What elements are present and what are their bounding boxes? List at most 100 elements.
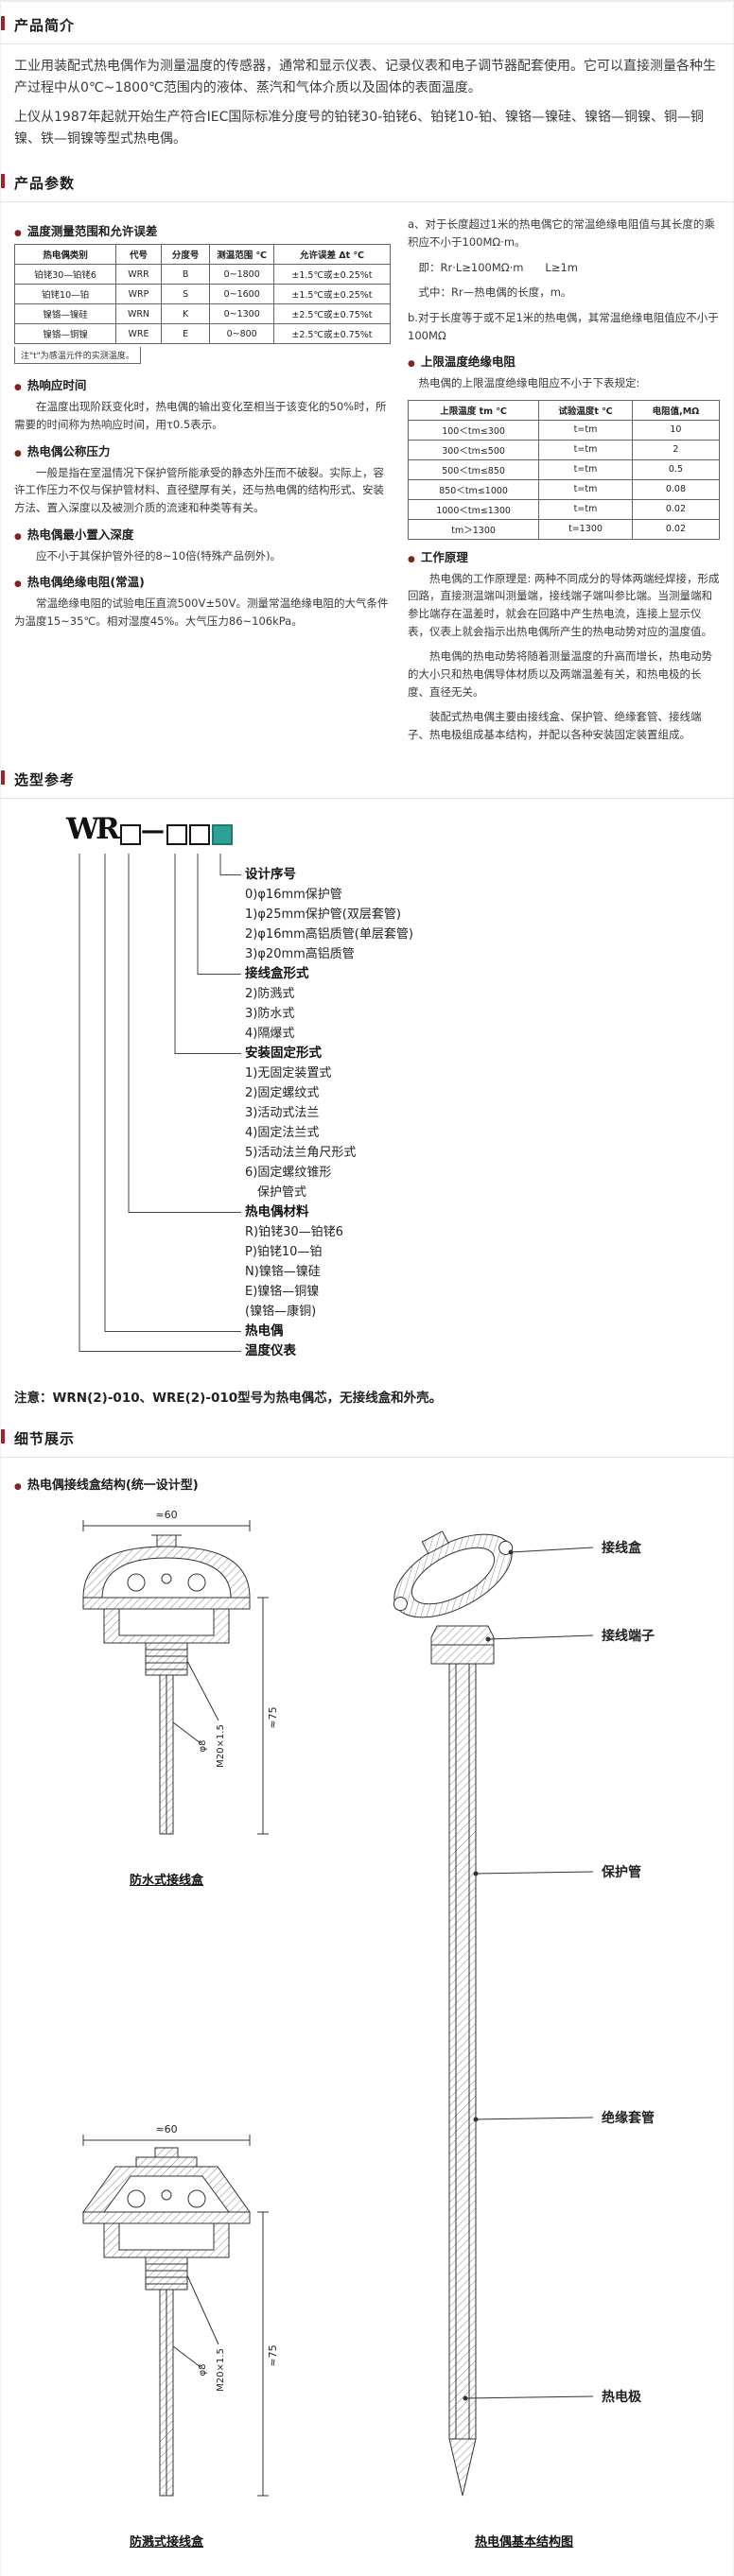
- param-paragraph: 在温度出现阶跃变化时，热电偶的输出变化至相当于该变化的50%时，所需要的时间称为…: [14, 400, 387, 431]
- model-box-junction: [189, 824, 210, 846]
- param-formula: 即：Rr·L≥100MΩ·m L≥1m: [418, 260, 579, 274]
- option-group-title: 设计序号: [245, 867, 296, 883]
- option-item: 3)防水式: [245, 1007, 295, 1022]
- param-paragraph: 热电偶的上限温度绝缘电阻应不小于下表规定:: [418, 376, 640, 390]
- section-title: 产品简介: [14, 17, 76, 34]
- details-figures: ≈60 φ8 M20×1.: [1, 1497, 733, 2550]
- callout-insulation-sleeve: 绝缘套管: [602, 2110, 655, 2126]
- thermocouple-structure-drawing: 接线盒 接线端子 保护管 绝缘套管 热电极: [393, 1530, 655, 2497]
- table-header-cell: 电阻值,MΩ: [631, 399, 721, 421]
- param-heading: ●温度测量范围和允许误差: [14, 224, 158, 239]
- dim-width-label: ≈60: [155, 1509, 177, 1521]
- intro-text: 工业用装配式热电偶作为测量温度的传感器，通常和显示仪表、记录仪表和电子调节器配套…: [1, 44, 733, 160]
- figure-caption: 防溅式接线盒: [129, 2535, 203, 2550]
- model-letter-r: R: [96, 812, 120, 847]
- option-item: 5)活动法兰角尺形式: [245, 1146, 357, 1161]
- section-header-intro: 产品简介: [1, 13, 733, 44]
- option-item: 3)活动式法兰: [245, 1106, 320, 1121]
- dim-phi-label: φ8: [198, 2364, 208, 2377]
- table-header-cell: 代号: [115, 244, 162, 266]
- waterproof-junction-box-drawing: ≈60 φ8 M20×1.: [82, 1509, 279, 1835]
- param-paragraph: 装配式热电偶主要由接线盒、保护管、绝缘套管、接线端子、热电极组成基本结构，并配以…: [408, 710, 702, 741]
- callout-terminal: 接线端子: [602, 1628, 655, 1644]
- params-left-column: ●温度测量范围和允许误差 热电偶类别 代号 分度号 测温范围 ℃ 允许误差 Δt…: [13, 214, 392, 751]
- option-item: 1)φ25mm保护管(双层套管): [245, 908, 401, 923]
- option-item: 0)φ16mm保护管: [245, 888, 342, 903]
- figure-caption: 热电偶基本结构图: [474, 2535, 573, 2550]
- option-group-title: 温度仪表: [245, 1343, 296, 1359]
- model-box-design: [212, 824, 233, 846]
- dim-height-label: ≈75: [267, 2345, 279, 2367]
- bullet-icon: ●: [14, 579, 22, 590]
- option-item: 4)隔爆式: [245, 1027, 295, 1042]
- param-paragraph: 热电偶的热电动势将随着测量温度的升高而增长，热电动势的大小只和热电偶导体材质以及…: [408, 649, 712, 699]
- table-header-cell: 允许误差 Δt ℃: [272, 244, 392, 266]
- model-connector-lines: [79, 854, 241, 1353]
- param-heading: ●热响应时间: [14, 378, 87, 393]
- params-columns: ●温度测量范围和允许误差 热电偶类别 代号 分度号 测温范围 ℃ 允许误差 Δt…: [1, 202, 733, 756]
- callout-protection-tube: 保护管: [601, 1864, 641, 1880]
- table-header-cell: 测温范围 ℃: [209, 244, 274, 266]
- table-header-cell: 分度号: [160, 244, 211, 266]
- table-note: 注"t"为感温元件的实测温度。: [14, 347, 141, 365]
- option-item: P)铂铑10—铂: [245, 1245, 323, 1260]
- section-header-details: 细节展示: [1, 1426, 733, 1459]
- dim-phi-label: φ8: [198, 1740, 208, 1753]
- intro-paragraph: 上仪从1987年起就开始生产符合IEC国际标准分度号的铂铑30-铂铑6、铂铑10…: [14, 110, 705, 147]
- section-header-params: 产品参数: [1, 171, 733, 203]
- details-subheading-row: ●热电偶接线盒结构(统一设计型): [1, 1458, 733, 1493]
- callout-junction-box: 接线盒: [602, 1540, 642, 1556]
- param-paragraph: 一般是指在室温情况下保护管所能承受的静态外压而不破裂。实际上，容许工作压力不仅与…: [14, 465, 384, 514]
- model-box-material: [120, 824, 141, 846]
- params-right-column: a、对于长度超过1米的热电偶它的常温绝缘电阻值与其长度的乘积应不小于100MΩ·…: [407, 214, 721, 751]
- bullet-icon: ●: [14, 448, 22, 458]
- option-item: 4)固定法兰式: [245, 1126, 320, 1141]
- param-paragraph: b.对于长度等于或不足1米的热电偶，其常温绝缘电阻值应不小于100MΩ: [408, 310, 719, 342]
- section-title: 选型参考: [14, 771, 76, 789]
- option-group-title: 接线盒形式: [245, 966, 309, 982]
- option-item: 3)φ20mm高铝质管: [245, 947, 355, 962]
- option-group-title: 热电偶: [245, 1323, 284, 1340]
- bullet-icon: ●: [14, 531, 22, 542]
- dim-height-label: ≈75: [267, 1707, 279, 1729]
- option-item: 2)防溅式: [245, 987, 295, 1002]
- param-paragraph: 应不小于其保护管外径的8~10倍(特殊产品例外)。: [36, 548, 282, 562]
- param-paragraph: 热电偶的工作原理是: 两种不同成分的导体两端经焊接，形成回路，直接测温端叫测量端…: [408, 571, 720, 638]
- param-heading: ●上限温度绝缘电阻: [408, 354, 516, 370]
- figure-caption: 防水式接线盒: [129, 1874, 203, 1889]
- param-heading: ●热电偶最小置入深度: [14, 527, 134, 542]
- callout-thermo-electrode: 热电极: [602, 2389, 642, 2405]
- model-code-diagram: W R — 设计序号 0)φ16mm保护管 1)φ25mm保护管(双层套管) 2…: [14, 812, 733, 1379]
- intro-paragraph: 工业用装配式热电偶作为测量温度的传感器，通常和显示仪表、记录仪表和电子调节器配套…: [14, 59, 716, 96]
- section-title: 细节展示: [14, 1430, 76, 1448]
- selection-note: 注意：WRN(2)-010、WRE(2)-010型号为热电偶芯，无接线盒和外壳。: [14, 1391, 443, 1407]
- param-heading: ●热电偶公称压力: [14, 443, 111, 458]
- splashproof-junction-box-drawing: ≈60 φ8 M20×1.: [82, 2123, 279, 2497]
- option-item: 2)φ16mm高铝质管(单层套管): [245, 927, 413, 942]
- details-subheading: ●热电偶接线盒结构(统一设计型): [14, 1478, 199, 1494]
- section-accent-bar: [1, 770, 5, 786]
- section-title: 产品参数: [14, 175, 76, 193]
- bullet-icon: ●: [14, 229, 22, 239]
- option-item: R)铂铑30—铂铑6: [245, 1225, 343, 1240]
- section-accent-bar: [1, 1429, 5, 1444]
- table-header-cell: 试验温度t ℃: [538, 399, 633, 421]
- option-item: N)镍铬—镍硅: [245, 1265, 321, 1280]
- model-option-list: 设计序号 0)φ16mm保护管 1)φ25mm保护管(双层套管) 2)φ16mm…: [245, 865, 413, 1361]
- section-accent-bar: [1, 174, 5, 189]
- thermocouple-structure-figure: 接线盒 接线端子 保护管 绝缘套管 热电极 热电偶基本结构图: [328, 1505, 720, 2550]
- model-box-mounting: [166, 824, 187, 846]
- model-letter-w: W: [66, 812, 99, 847]
- dim-thread-label: M20×1.5: [216, 1725, 226, 1769]
- param-paragraph: 常温绝缘电阻的试验电压直流500V±50V。测量常温绝缘电阻的大气条件为温度15…: [14, 596, 389, 628]
- table-header-cell: 热电偶类别: [13, 244, 117, 266]
- model-dash: —: [141, 817, 165, 845]
- option-item: 2)固定螺纹式: [245, 1086, 320, 1101]
